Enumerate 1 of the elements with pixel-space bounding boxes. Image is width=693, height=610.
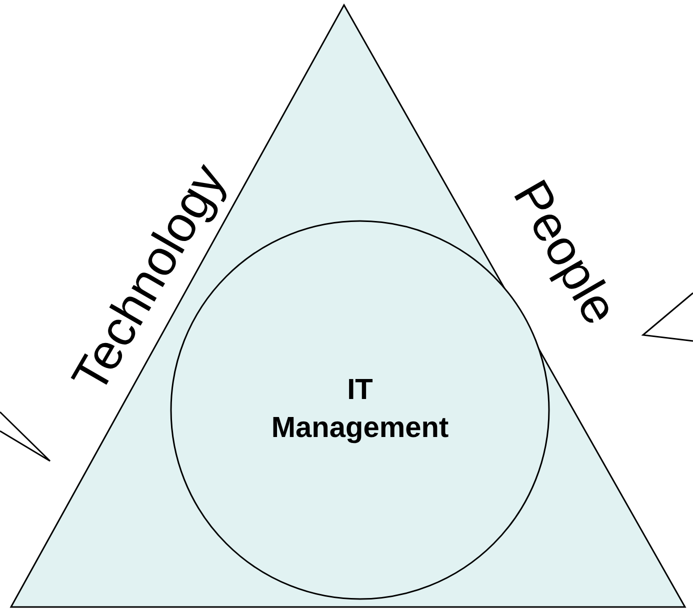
center-title: IT Management <box>270 373 450 446</box>
